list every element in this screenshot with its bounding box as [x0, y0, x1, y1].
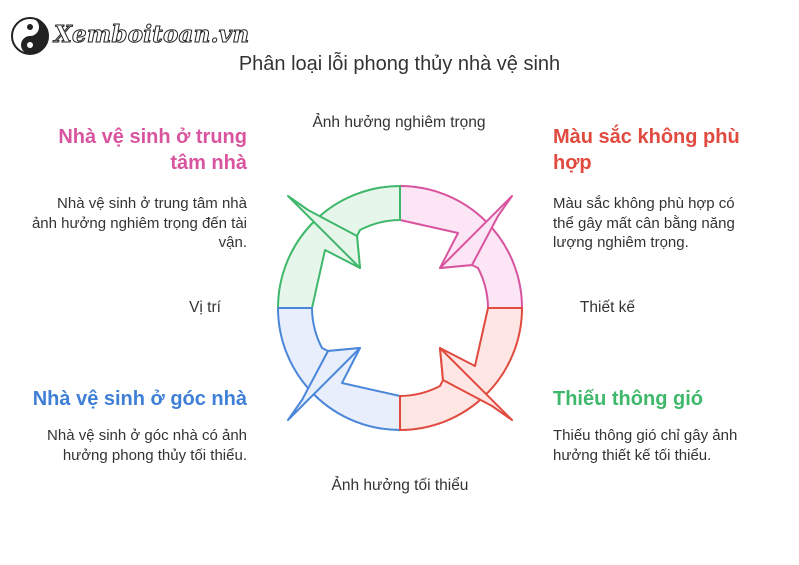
heading-top-left: Nhà vệ sinh ở trung tâm nhà: [58, 126, 247, 174]
heading-bottom-right: Thiếu thông gió: [553, 388, 703, 410]
axis-label-top: Ảnh hưởng nghiêm trọng: [312, 114, 486, 131]
site-logo[interactable]: Xemboitoan.vn: [10, 10, 250, 62]
axis-label-left: Vị trí: [189, 299, 221, 316]
logo-text: Xemboitoan.vn: [53, 21, 250, 49]
yin-yang-icon: [11, 17, 49, 55]
description-bottom-right: Thiếu thông gió chỉ gây ảnh hưởng thiết …: [553, 427, 738, 464]
description-top-left: Nhà vệ sinh ở trung tâm nhà ảnh hưởng ng…: [31, 195, 247, 251]
arrowhead-bottom-right: [439, 347, 513, 421]
heading-top-right: Màu sắc không phù hợp: [553, 126, 740, 174]
description-bottom-left: Nhà vệ sinh ở góc nhà có ảnh hưởng phong…: [47, 427, 247, 464]
cycle-diagram: [277, 185, 523, 431]
axis-label-bottom: Ảnh hưởng tối thiểu: [331, 477, 469, 494]
arrowhead-top-right: [439, 195, 513, 269]
description-top-right: Màu sắc không phù hợp có thể gây mất cân…: [553, 195, 735, 251]
arrowhead-top-left: [287, 195, 361, 269]
page-title: Phân loại lỗi phong thủy nhà vệ sinh: [238, 53, 561, 75]
heading-bottom-left: Nhà vệ sinh ở góc nhà: [32, 388, 247, 410]
axis-label-right: Thiết kế: [579, 299, 636, 316]
arrowhead-bottom-left: [287, 347, 361, 421]
